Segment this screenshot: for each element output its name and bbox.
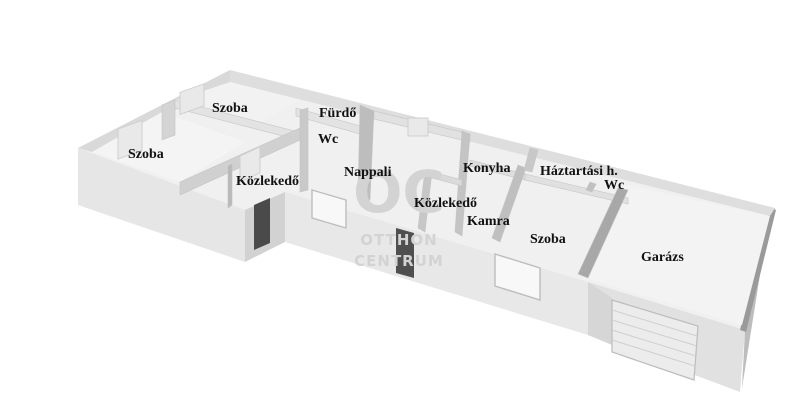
front-windows bbox=[311, 189, 541, 301]
back-windows bbox=[117, 83, 429, 183]
garage-door bbox=[611, 299, 699, 381]
interior-walls bbox=[161, 99, 629, 279]
label-haztartasi: Háztartási h. bbox=[540, 164, 618, 179]
watermark-monogram: OC bbox=[353, 158, 445, 226]
front-wall-main bbox=[285, 192, 588, 335]
floor-garazs bbox=[585, 185, 770, 325]
label-wc-1: Wc bbox=[318, 132, 338, 147]
label-furdo: Fürdő bbox=[319, 106, 356, 121]
front-wall-left-wing bbox=[78, 148, 245, 262]
label-szoba-2: Szoba bbox=[212, 101, 248, 116]
label-kozlekedo-1: Közlekedő bbox=[236, 174, 299, 189]
label-szoba-3: Szoba bbox=[530, 232, 566, 247]
label-konyha: Konyha bbox=[463, 161, 510, 176]
watermark-line2: CENTRUM bbox=[354, 252, 444, 270]
label-wc-2: Wc bbox=[604, 178, 624, 193]
label-nappali: Nappali bbox=[344, 165, 392, 180]
back-wall-main bbox=[230, 70, 775, 216]
floor-szoba-1 bbox=[92, 112, 245, 182]
watermark-line1: OTTHON bbox=[360, 231, 437, 249]
room-labels: Szoba Szoba Fürdő Wc Közlekedő Nappali K… bbox=[128, 101, 684, 265]
right-end-wall-top bbox=[740, 208, 776, 332]
entry-door-main bbox=[396, 228, 414, 278]
front-wall-garage-face bbox=[588, 282, 612, 345]
watermark: OC OTTHON CENTRUM bbox=[353, 158, 445, 270]
label-kamra: Kamra bbox=[467, 214, 510, 229]
label-kozlekedo-2: Közlekedő bbox=[414, 196, 477, 211]
label-szoba-1: Szoba bbox=[128, 147, 164, 162]
label-garazs: Garázs bbox=[641, 250, 684, 265]
entry-door-left bbox=[254, 198, 270, 250]
